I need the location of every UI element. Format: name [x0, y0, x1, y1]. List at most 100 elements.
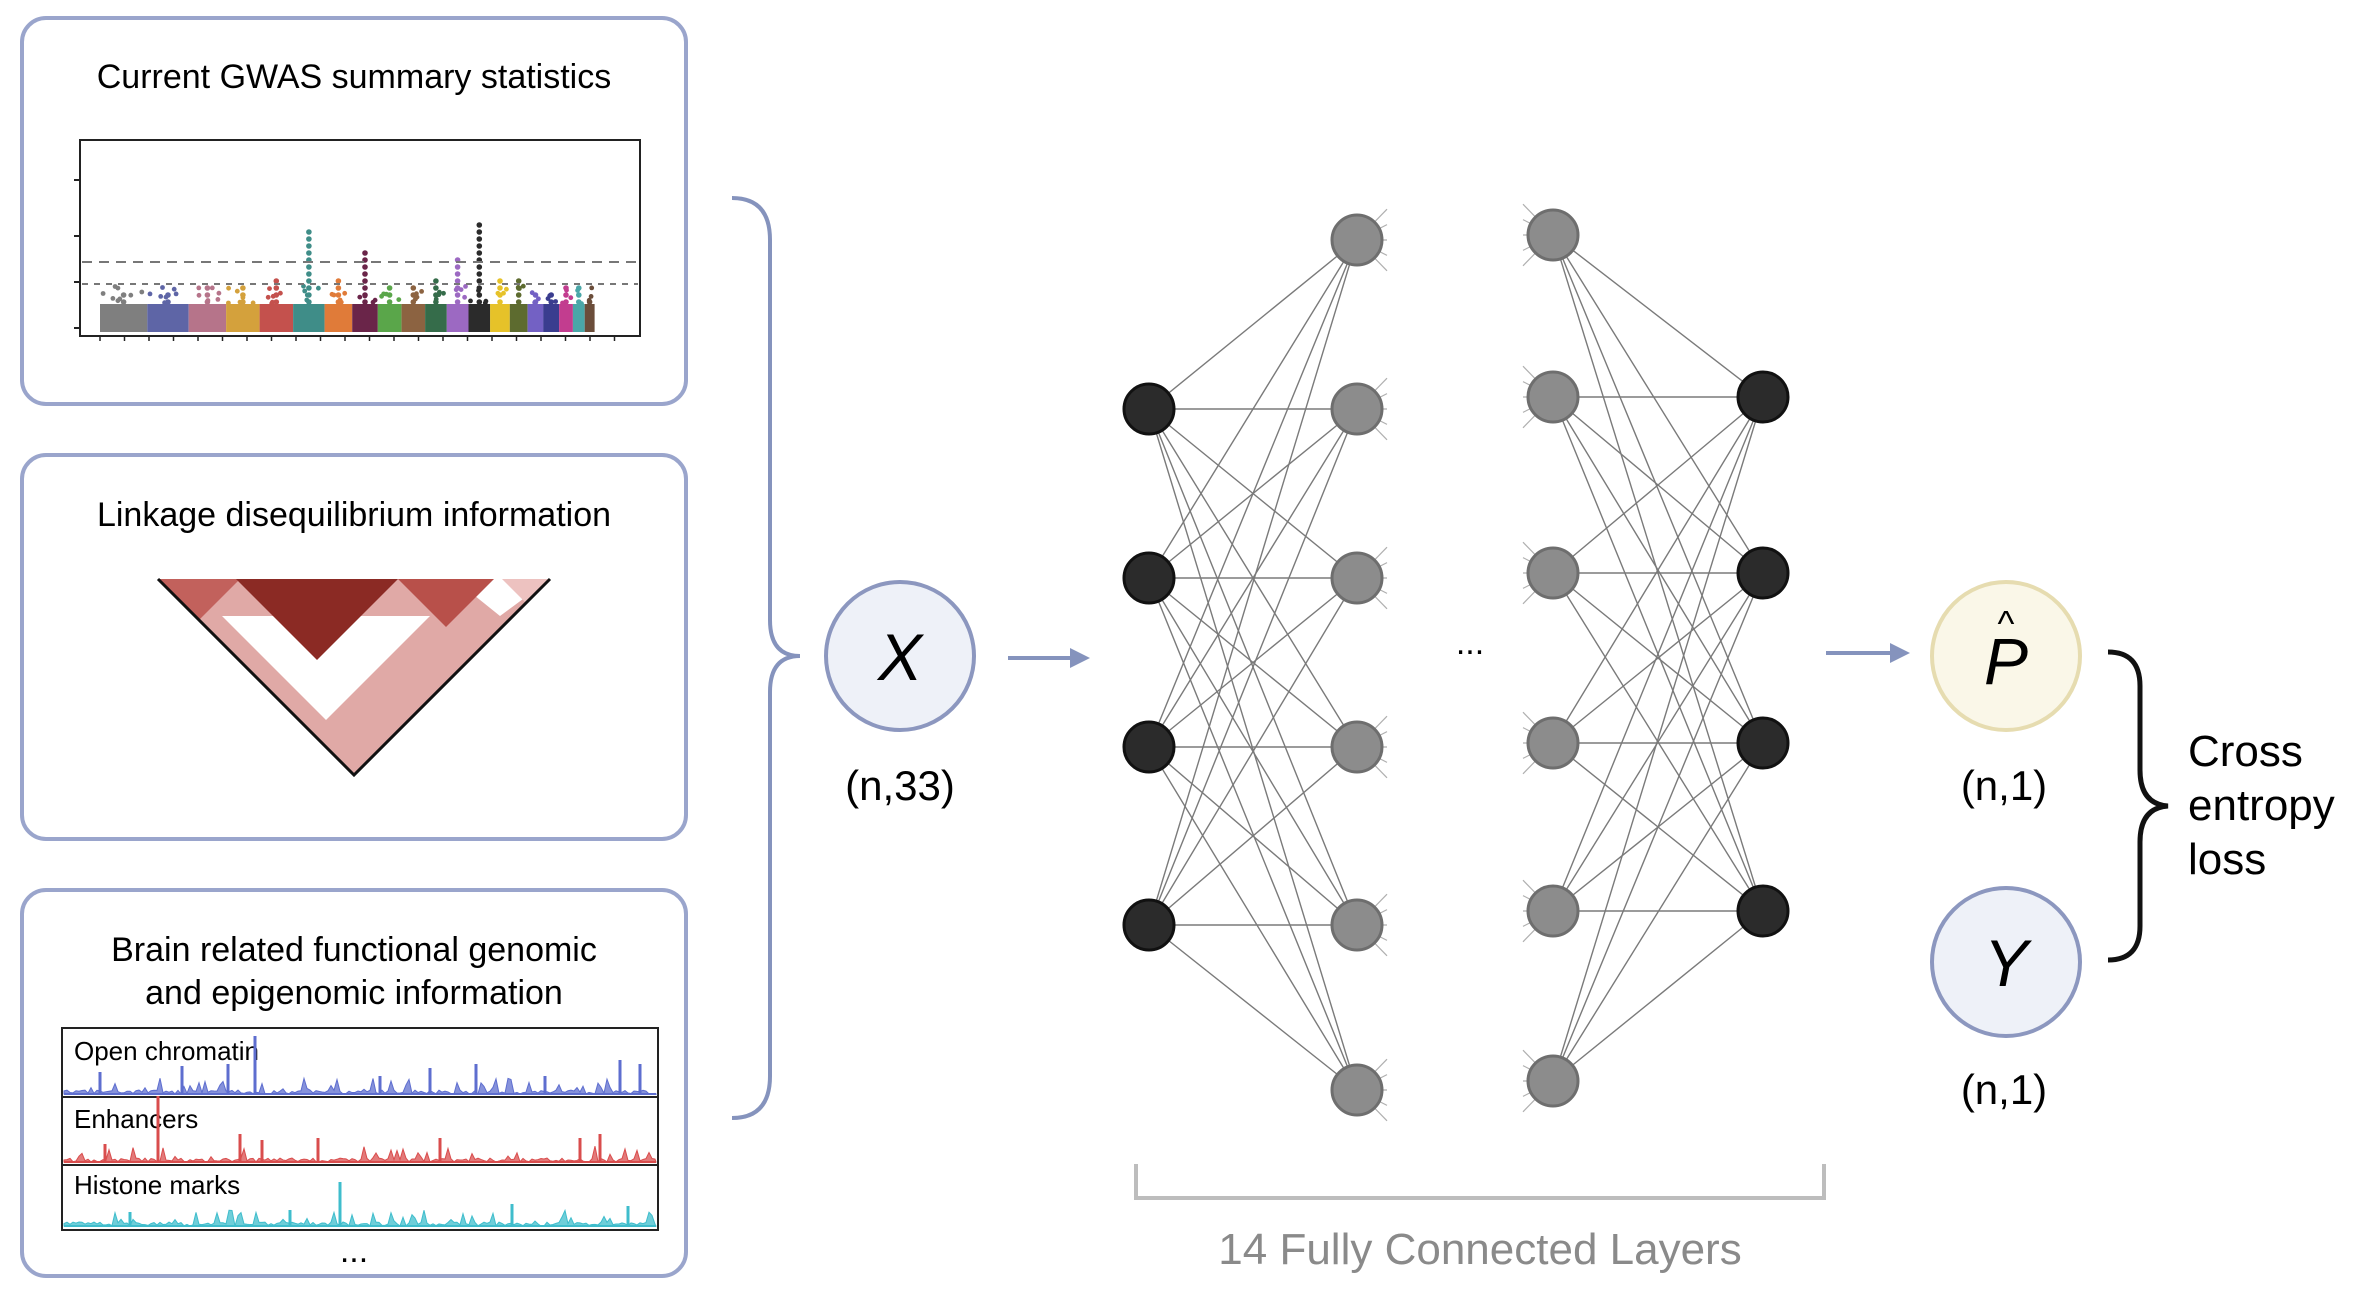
snp-point	[226, 301, 231, 306]
network-edge	[1149, 409, 1357, 1090]
snp-point	[387, 292, 393, 298]
snp-point	[589, 286, 594, 291]
chromosome-band	[543, 304, 559, 332]
network-edge	[1149, 578, 1357, 1090]
snp-point	[316, 286, 321, 291]
snp-point	[251, 301, 256, 306]
snp-point	[172, 287, 177, 292]
network-edge	[1553, 573, 1763, 1081]
snp-point	[306, 271, 312, 277]
snp-point	[267, 286, 272, 291]
snp-point	[533, 292, 539, 298]
snp-point	[342, 291, 347, 296]
layers-bracket	[1136, 1164, 1824, 1198]
chromosome-band	[585, 304, 595, 332]
snp-point	[121, 292, 127, 298]
snp-point	[419, 289, 424, 294]
network-edge	[1553, 235, 1763, 743]
snp-point	[274, 278, 280, 284]
snp-point	[362, 264, 368, 270]
network-edge	[1553, 397, 1763, 1081]
loss-label-line1: Cross	[2188, 727, 2303, 776]
snp-point	[433, 299, 439, 305]
snp-point	[111, 296, 116, 301]
snp-point	[477, 250, 483, 256]
gwas-panel-title: Current GWAS summary statistics	[97, 58, 611, 96]
snp-point	[165, 299, 171, 305]
chromosome-band	[260, 304, 294, 332]
snp-point	[455, 278, 461, 284]
snp-point	[455, 285, 461, 291]
snp-point	[387, 299, 393, 305]
snp-point	[516, 285, 522, 291]
snp-point	[477, 292, 483, 298]
network-edge	[1553, 235, 1763, 397]
snp-point	[477, 222, 483, 228]
snp-point	[516, 292, 522, 298]
snp-point	[362, 250, 368, 256]
chromosome-band	[325, 304, 353, 332]
snp-point	[306, 243, 312, 249]
chromosome-band	[573, 304, 585, 332]
last-layer-node	[1738, 372, 1788, 422]
snp-point	[128, 293, 133, 298]
snp-point	[158, 294, 163, 299]
snp-point	[477, 285, 483, 291]
snp-point	[563, 299, 569, 305]
snp-point	[196, 286, 201, 291]
snp-point	[576, 285, 582, 291]
functional-panel-title-line1: Brain related functional genomic	[111, 931, 597, 969]
chromosome-band	[189, 304, 226, 332]
snp-point	[121, 299, 127, 305]
snp-point	[568, 295, 573, 300]
ld-panel: Linkage disequilibrium information	[22, 455, 686, 839]
snp-point	[336, 278, 342, 284]
snp-point	[362, 285, 368, 291]
output-shape-label: (n,1)	[1961, 762, 2047, 809]
hidden-layer-node	[1528, 886, 1578, 936]
snp-point	[160, 285, 165, 290]
snp-point	[387, 285, 393, 291]
arrow-into-network	[1008, 648, 1090, 668]
chromosome-band	[447, 304, 469, 332]
input-node-x-symbol: X	[876, 620, 925, 694]
snp-point	[497, 299, 503, 305]
hidden-layer-node	[1528, 372, 1578, 422]
snp-point	[274, 299, 280, 305]
hidden-layer-node	[1332, 722, 1382, 772]
hidden-layer-node	[1332, 900, 1382, 950]
chromosome-band	[402, 304, 426, 332]
snp-point	[477, 278, 483, 284]
snp-point	[210, 286, 215, 291]
hidden-layer-node	[1332, 215, 1382, 265]
snp-point	[396, 297, 401, 302]
hidden-layer-node	[1528, 1056, 1578, 1106]
track-label-open-chromatin: Open chromatin	[74, 1036, 259, 1066]
snp-point	[336, 299, 342, 305]
snp-point	[576, 292, 582, 298]
network-edge	[1149, 240, 1357, 747]
chromosome-band	[226, 304, 260, 332]
label-shape-label: (n,1)	[1961, 1066, 2047, 1113]
gwas-panel: Current GWAS summary statistics	[22, 18, 686, 404]
loss-label-line2: entropy	[2188, 781, 2335, 830]
snp-point	[116, 298, 121, 303]
snp-point	[587, 299, 593, 305]
snp-point	[205, 292, 211, 298]
snp-point	[330, 292, 335, 297]
snp-point	[148, 292, 153, 297]
more-tracks-ellipsis: ...	[340, 1232, 368, 1270]
snp-point	[441, 291, 446, 296]
snp-point	[240, 299, 246, 305]
hidden-layer-node	[1332, 384, 1382, 434]
snp-point	[576, 299, 582, 305]
snp-point	[274, 285, 280, 291]
snp-point	[336, 285, 342, 291]
snp-point	[589, 294, 594, 299]
snp-point	[306, 264, 312, 270]
chromosome-band	[469, 304, 491, 332]
snp-point	[477, 243, 483, 249]
snp-point	[139, 290, 144, 295]
snp-point	[306, 299, 312, 305]
